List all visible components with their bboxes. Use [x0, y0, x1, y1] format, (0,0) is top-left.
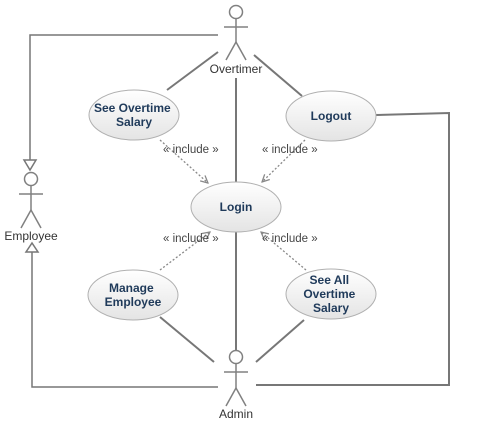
use-case-label: See All Overtime Salary — [303, 273, 358, 315]
include-label: « include » — [163, 144, 219, 156]
use-case-label: See Overtime Salary — [94, 101, 174, 129]
association-admin-manage-employee — [159, 316, 215, 363]
use-case-manage-employee[interactable]: Manage Employee — [87, 269, 179, 321]
use-case-see-overtime-salary[interactable]: See Overtime Salary — [88, 89, 180, 141]
stick-figure-icon — [224, 349, 248, 407]
association-admin-see-all-overtime-salary — [255, 319, 305, 363]
use-case-logout[interactable]: Logout — [285, 90, 377, 142]
actor-label-overtimer: Overtimer — [210, 62, 263, 76]
stick-figure-icon — [224, 4, 248, 61]
generalization-admin-employee — [24, 241, 218, 388]
use-case-label: Manage Employee — [105, 281, 162, 309]
use-case-see-all-overtime-salary[interactable]: See All Overtime Salary — [285, 268, 377, 320]
include-label: « include » — [262, 144, 318, 156]
association-admin-logout — [256, 111, 450, 386]
include-manage-employee-login — [159, 232, 210, 271]
actor-overtimer[interactable]: Overtimer — [210, 4, 263, 77]
actor-label-admin: Admin — [219, 407, 253, 421]
actor-admin[interactable]: Admin — [219, 349, 253, 422]
use-case-login[interactable]: Login — [190, 181, 282, 233]
association-overtimer-see-overtime-salary — [166, 51, 219, 91]
generalization-overtimer-employee — [22, 34, 218, 172]
include-label: « include » — [262, 233, 318, 245]
association-overtimer-logout — [253, 54, 303, 97]
actor-employee[interactable]: Employee — [4, 171, 58, 244]
use-case-label: Login — [220, 200, 253, 214]
include-see-overtime-salary-login — [159, 139, 208, 183]
include-see-all-overtime-salary-login — [261, 232, 307, 271]
use-case-label: Logout — [311, 109, 352, 123]
actor-label-employee: Employee — [4, 229, 58, 243]
stick-figure-icon — [19, 171, 43, 229]
include-label: « include » — [163, 233, 219, 245]
